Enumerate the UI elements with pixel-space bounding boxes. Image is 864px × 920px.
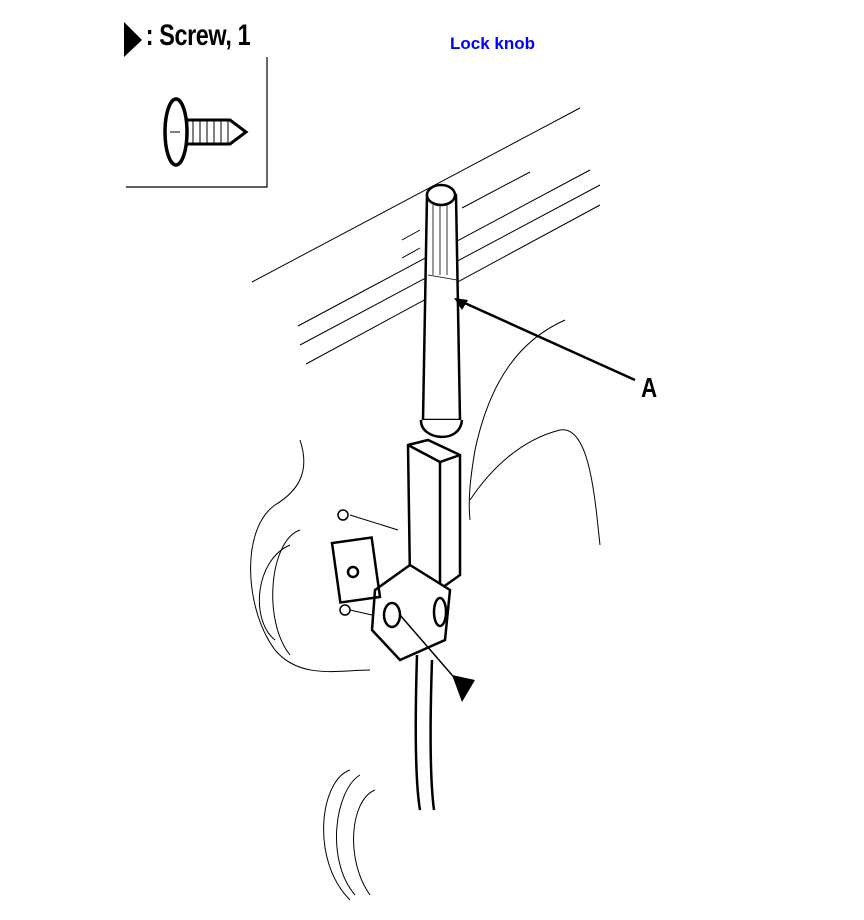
screw-location-marker-icon [452,675,475,702]
screw-legend-box [126,57,268,188]
callout-a-label: A [641,372,658,403]
screw-legend: ▶ : Screw, 1 [122,18,251,53]
rod-clip [330,438,462,662]
legend-triangle-icon [124,22,142,57]
diagram-title: Lock knob [450,34,536,53]
screw-icon [163,97,249,167]
cable [349,514,436,811]
callout-a-leader [457,298,636,382]
lock-knob-rod [419,183,464,439]
legend-label: : Screw, 1 [145,19,251,52]
